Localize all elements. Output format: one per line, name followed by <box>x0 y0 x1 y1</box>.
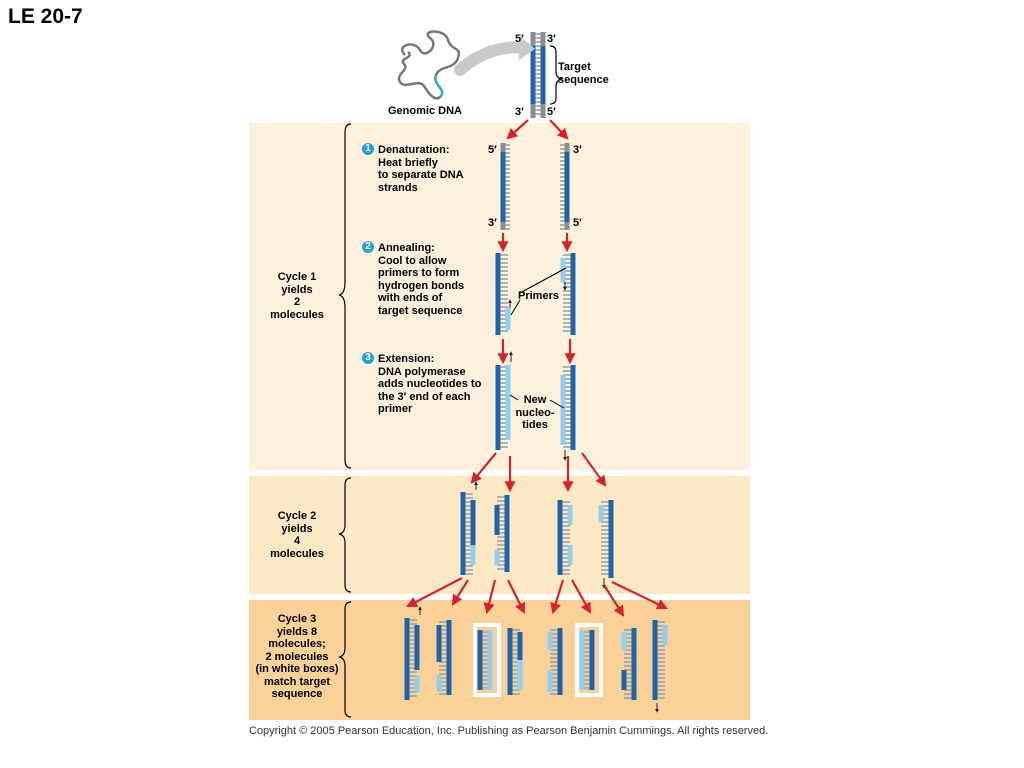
cycle-1-label: Cycle 1 yields 2 molecules <box>270 271 324 321</box>
arrow-c2-4 <box>581 452 607 487</box>
copyright-notice: Copyright © 2005 Pearson Education, Inc.… <box>249 725 769 737</box>
step-2-badge <box>362 241 374 253</box>
cycle3-molecule-2 <box>436 620 452 695</box>
top-three-prime-label: 3′ <box>547 33 556 45</box>
step-1-description: Denaturation: Heat briefly to separate D… <box>378 144 464 194</box>
cycle-2-bracket <box>338 477 352 593</box>
genomic-dna-label: Genomic DNA <box>388 105 462 117</box>
annealed-strand-a <box>495 253 511 335</box>
cycle3-molecule-6 <box>579 630 595 690</box>
cycle2-molecule-4 <box>598 500 614 578</box>
arrow-c3-7 <box>603 584 625 617</box>
zoom-arrow-head <box>519 36 535 60</box>
step-1-badge <box>362 143 374 155</box>
step-2-description: Annealing: Cool to allow primers to form… <box>378 242 465 317</box>
strand-b-three-prime-label: 3′ <box>573 144 582 156</box>
step-3-number: 3 <box>365 352 371 363</box>
genomic-dna-target-highlight <box>434 74 444 98</box>
arrow-c3-3 <box>483 579 497 615</box>
matching-molecule-box-1 <box>473 623 501 697</box>
cycle3-molecule-5 <box>547 628 563 695</box>
target-bracket <box>549 45 563 105</box>
cycle2-molecule-2 <box>494 495 510 572</box>
cycle3-molecule-7 <box>621 628 637 700</box>
cycle-3-bracket <box>338 601 352 718</box>
top-five-prime-label: 5′ <box>515 33 524 45</box>
cycle3-molecule-3 <box>477 630 493 690</box>
step-3-description: Extension: DNA polymerase adds nucleotid… <box>378 353 482 415</box>
primers-callout-line-2 <box>510 299 521 316</box>
arrow-denature-left <box>506 119 529 140</box>
extended-molecule-b <box>560 365 576 450</box>
nucleotides-callout-line-1 <box>509 394 519 401</box>
bottom-three-prime-label: 3′ <box>515 106 524 118</box>
arrow-c3-1 <box>406 577 463 608</box>
genomic-dna-squiggle <box>397 30 461 100</box>
arrow-c3-6 <box>571 579 592 614</box>
extended-molecule-a <box>495 365 511 450</box>
step-3-badge <box>362 352 374 364</box>
new-nucleotides-callout: New nucleo- tides <box>515 394 555 431</box>
bottom-five-prime-label: 5′ <box>547 106 556 118</box>
nucleotides-callout-line-2 <box>549 399 565 409</box>
slide-title: LE 20-7 <box>8 5 83 28</box>
target-sequence-label: Target sequence <box>558 61 609 86</box>
arrow-c3-8 <box>611 581 668 610</box>
step-2-number: 2 <box>365 241 371 252</box>
annealed-strand-b <box>560 253 576 335</box>
primers-callout-line-1 <box>519 267 567 294</box>
strand-b-five-prime-label: 5′ <box>573 217 582 229</box>
arrow-c2-1 <box>470 452 497 484</box>
cycle-1-bracket <box>338 123 352 469</box>
cycle2-molecule-1 <box>460 492 476 575</box>
matching-molecule-box-2 <box>575 623 603 697</box>
strand-a-five-prime-label: 5′ <box>488 144 497 156</box>
cycle-2-label: Cycle 2 yields 4 molecules <box>270 510 324 560</box>
denatured-strand-a <box>500 143 510 230</box>
cycle2-molecule-3 <box>557 500 573 575</box>
arrow-denature-right <box>549 119 569 140</box>
target-duplex <box>530 32 546 118</box>
cycle-3-label: Cycle 3 yields 8 molecules; 2 molecules … <box>255 613 339 700</box>
primers-callout: Primers <box>518 290 559 302</box>
arrow-c3-5 <box>550 579 565 615</box>
denatured-strand-b <box>560 143 570 230</box>
strand-a-three-prime-label: 3′ <box>488 217 497 229</box>
arrow-c3-4 <box>507 579 525 614</box>
cycle3-molecule-4 <box>507 628 523 695</box>
cycle3-molecule-8 <box>652 620 668 700</box>
arrow-c3-2 <box>451 579 469 606</box>
zoom-arrow <box>454 41 531 76</box>
step-1-number: 1 <box>365 143 371 154</box>
cycle3-molecule-1 <box>404 618 420 700</box>
